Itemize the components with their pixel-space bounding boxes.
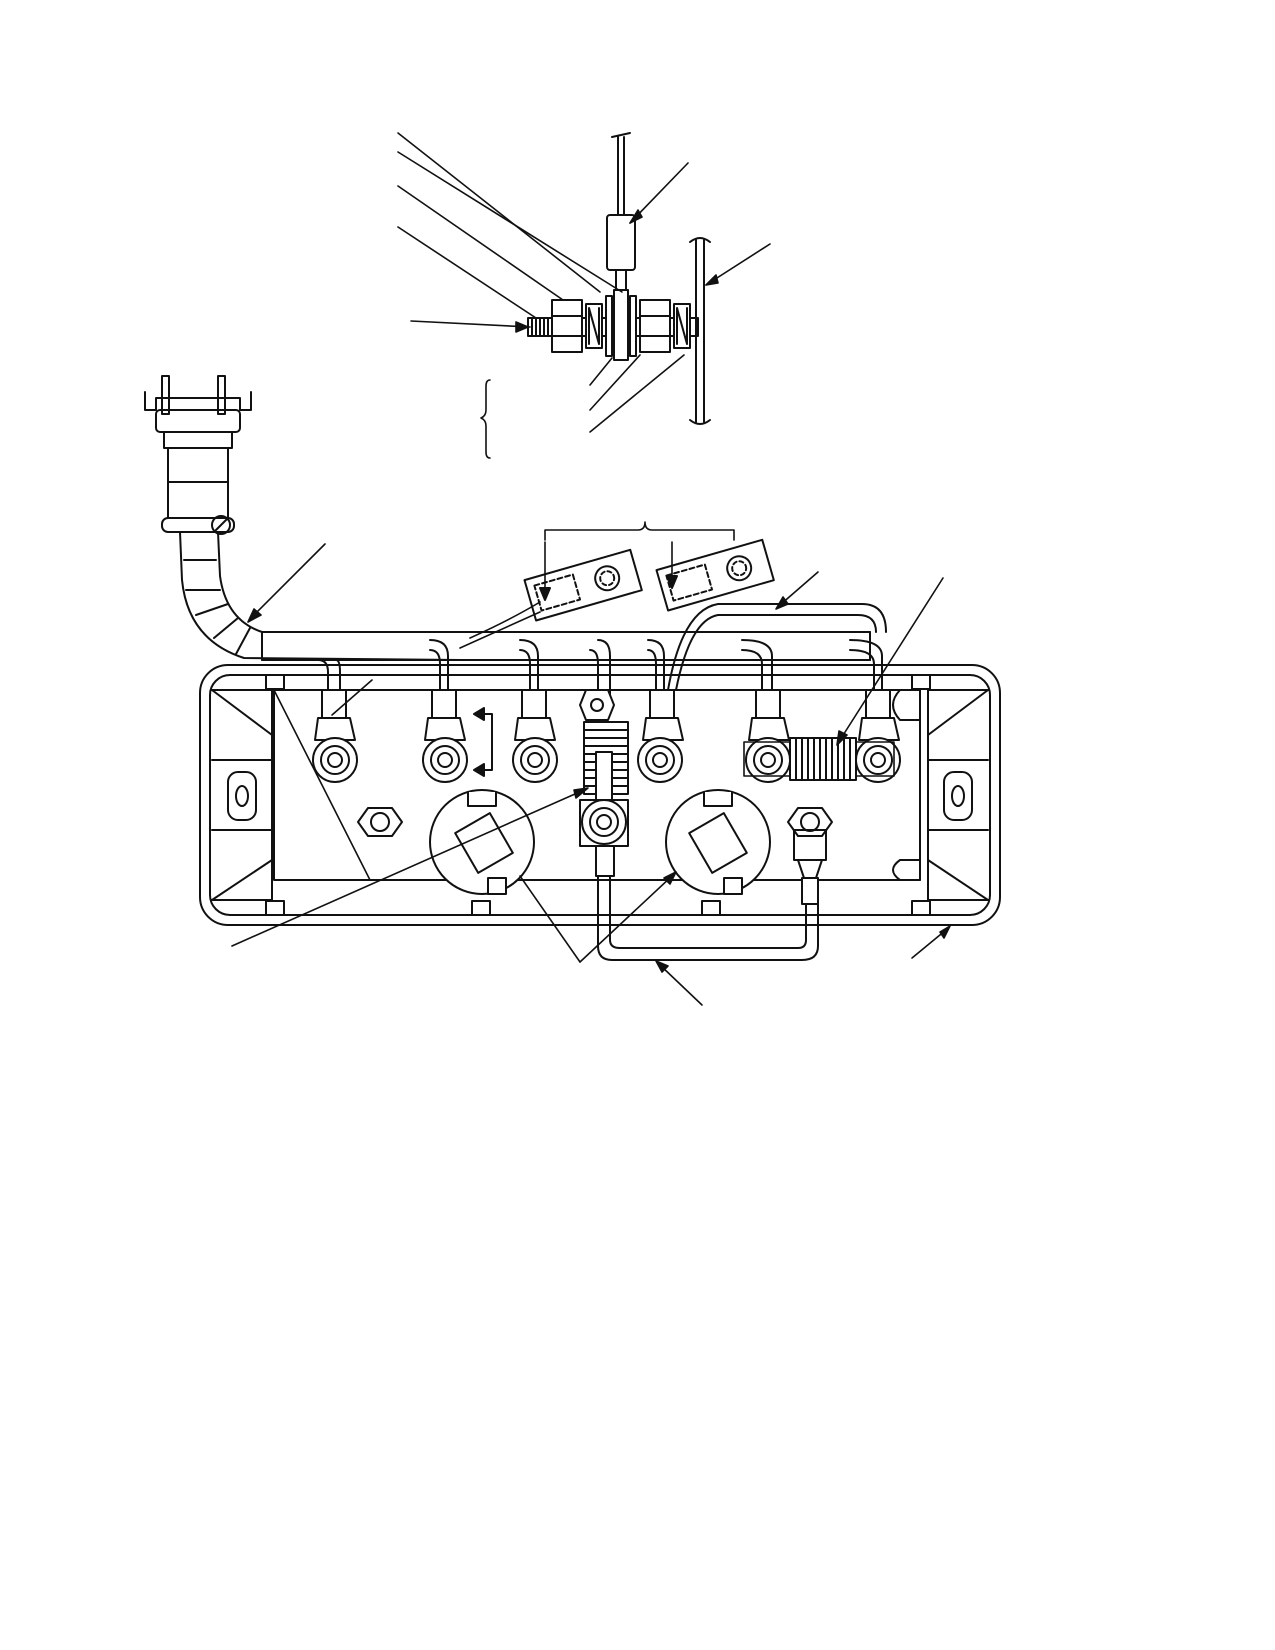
- wire-ferrule: [607, 215, 635, 270]
- lamp-socket-right: [666, 790, 770, 894]
- lamp-socket-left: [430, 790, 534, 894]
- terminal-lugs-top-row: [313, 690, 900, 782]
- mounting-panel: [690, 238, 710, 424]
- board-housing-outer: [200, 665, 1000, 925]
- housing-tabs: [266, 675, 930, 915]
- ring-terminal-3: [513, 690, 557, 782]
- jumper-wire-loop: [596, 846, 818, 960]
- leader-lines-top: [398, 133, 770, 432]
- wire-harness-cable: [180, 532, 870, 660]
- spare-lug-2: [657, 540, 774, 611]
- callout-leaders: [232, 544, 950, 1005]
- wire-drops: [318, 604, 886, 700]
- ring-terminal-4: [638, 690, 683, 782]
- left-end-bracket: [212, 690, 272, 900]
- board-housing-inner: [210, 675, 990, 915]
- ring-terminal-1: [313, 690, 357, 782]
- vertical-lead-wire: [607, 133, 635, 290]
- connector-plug: [145, 376, 251, 534]
- lock-washer-outer: [586, 304, 602, 348]
- ring-terminal-2: [423, 690, 467, 782]
- mounting-nut-left: [358, 808, 402, 836]
- flat-washer-2: [630, 296, 636, 356]
- terminal-board: [200, 604, 1000, 960]
- spare-lugs: [460, 522, 774, 648]
- outer-hex-nut: [552, 300, 582, 352]
- clamp-screw-icon: [212, 516, 230, 534]
- connector-plug-assembly: [145, 376, 870, 660]
- center-shunt: [580, 690, 628, 846]
- jumper-move-arrows: [474, 708, 492, 776]
- flat-washer-1: [606, 296, 612, 356]
- ring-terminal-lower-right: [788, 808, 832, 904]
- ring-terminal-5: [746, 690, 790, 782]
- terminal-lug-plate: [614, 290, 628, 360]
- inner-hex-nut: [640, 300, 670, 352]
- detail-brace: [481, 380, 490, 458]
- exploded-terminal-detail: [398, 133, 770, 458]
- lug-brace: [545, 522, 734, 540]
- right-end-bracket: [893, 690, 988, 900]
- lock-washer-inner: [674, 304, 690, 348]
- spare-lug-1: [525, 550, 642, 621]
